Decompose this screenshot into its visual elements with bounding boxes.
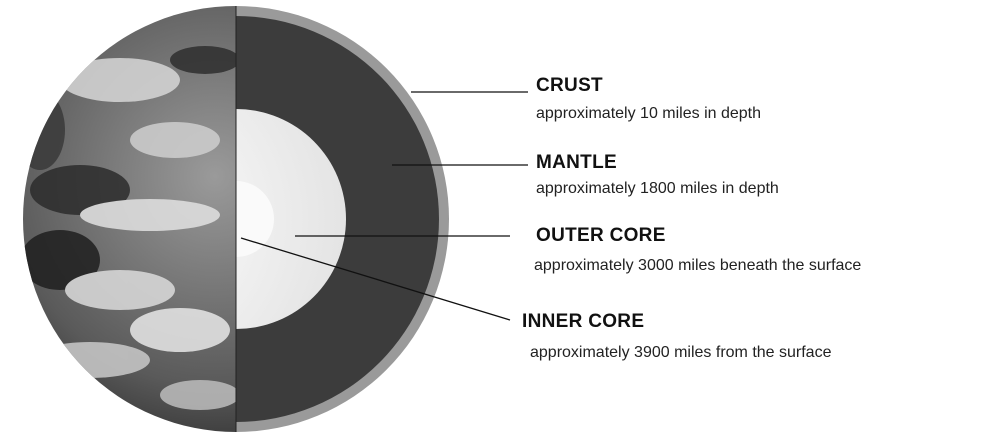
inner-core-label: INNER CORE [522, 311, 644, 333]
inner-core-description: approximately 3900 miles from the surfac… [530, 344, 831, 362]
mantle-label: MANTLE [536, 152, 617, 174]
outer-core-description: approximately 3000 miles beneath the sur… [534, 257, 861, 275]
crust-label: CRUST [536, 75, 603, 97]
mantle-description: approximately 1800 miles in depth [536, 180, 779, 198]
outer-core-label: OUTER CORE [536, 225, 666, 247]
crust-description: approximately 10 miles in depth [536, 105, 761, 123]
